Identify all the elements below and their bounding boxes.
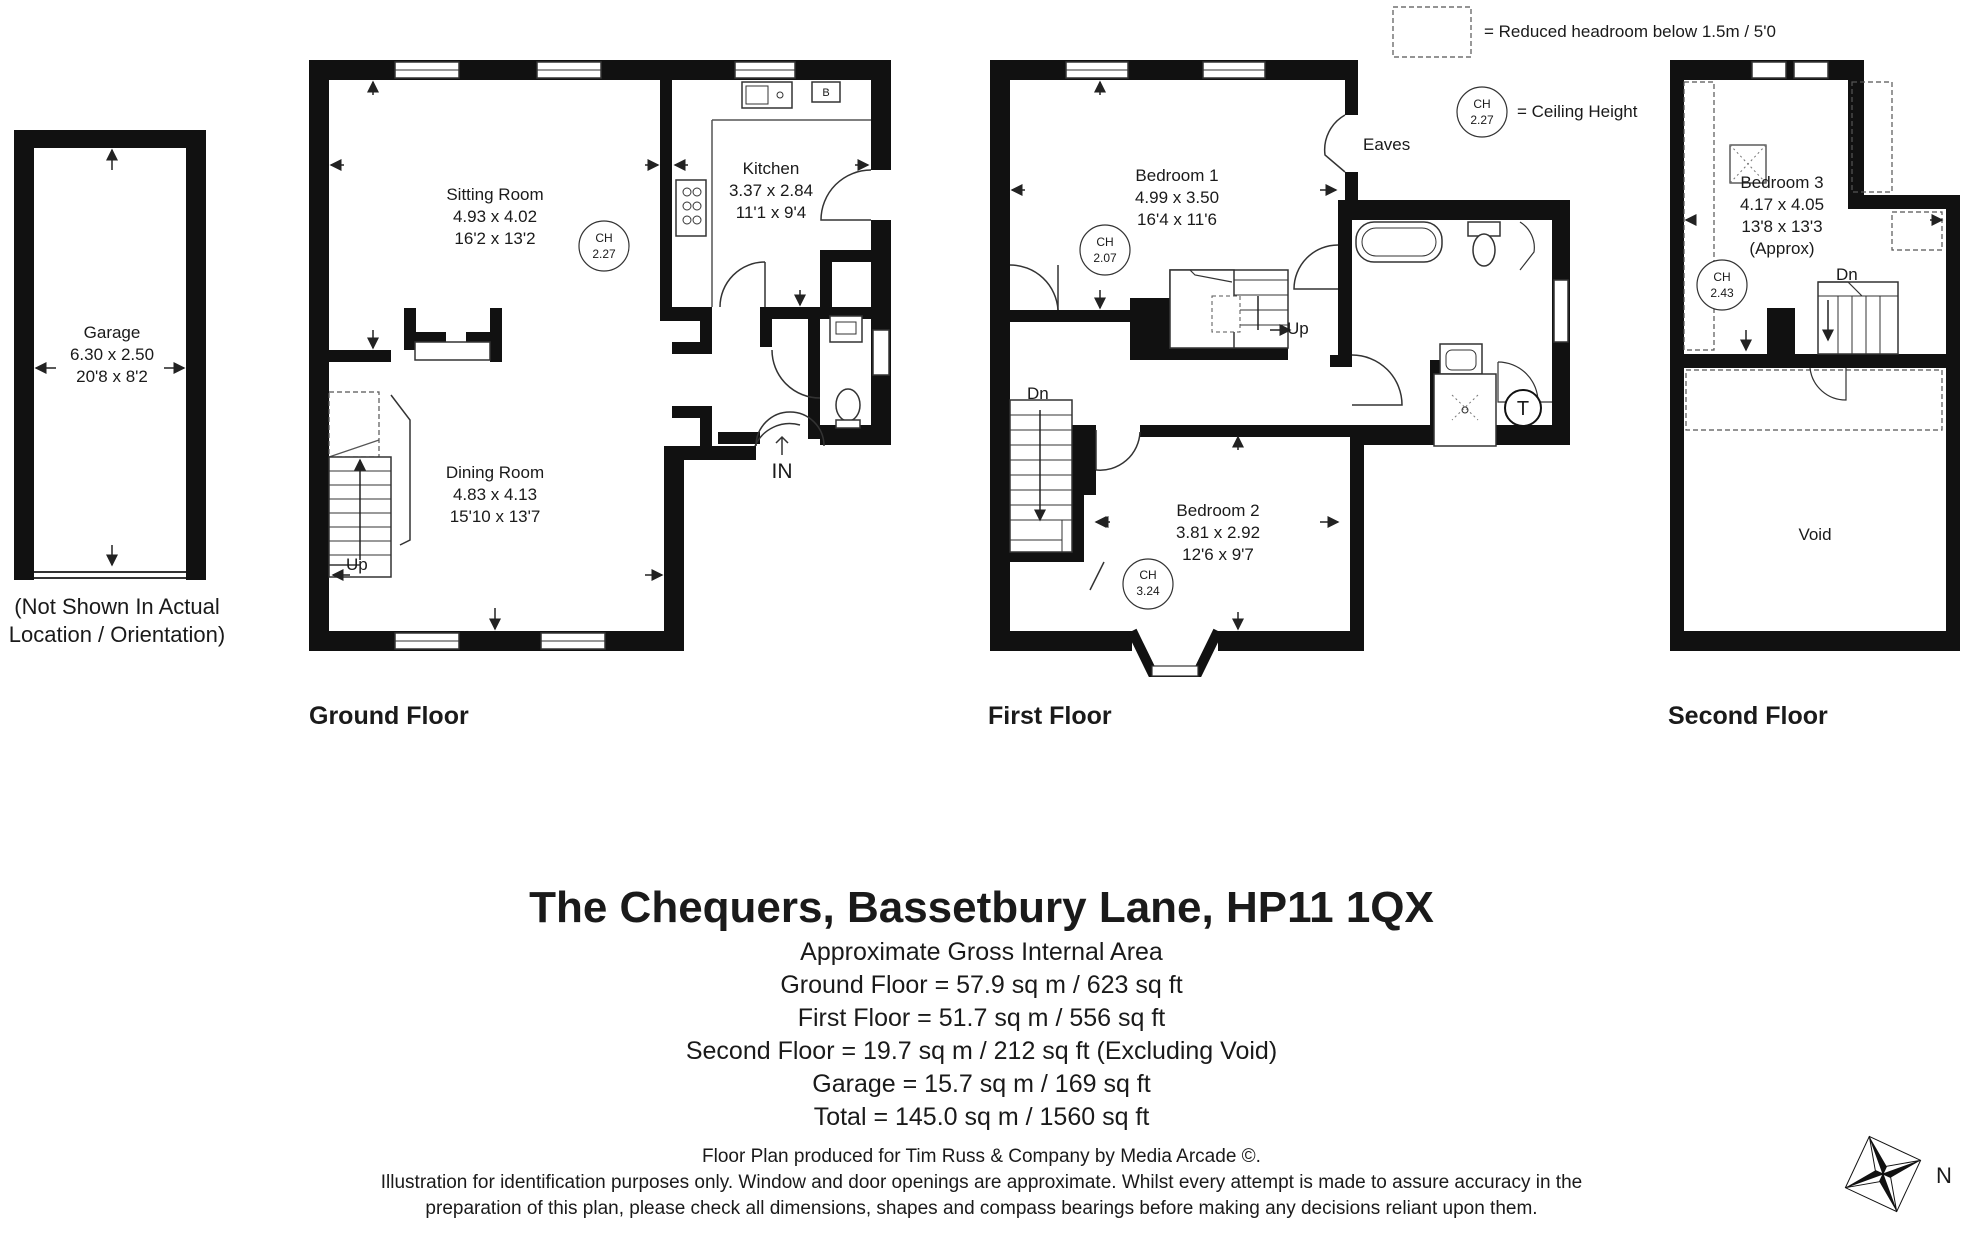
kitchen-imperial: 11'1 x 9'4 [736,203,806,222]
garage-metric: 6.30 x 2.50 [70,345,154,364]
sitting-room-imperial: 16'2 x 13'2 [454,229,535,248]
bedroom3-ch-value: 2.43 [1710,286,1734,300]
bedroom2-imperial: 12'6 x 9'7 [1182,545,1254,564]
sitting-ch-value: 2.27 [592,247,616,261]
entrance-label: IN [772,460,793,483]
stairs-up-label: Up [346,555,368,574]
tank-label: T [1517,398,1529,420]
kitchen-name: Kitchen [743,159,800,178]
bedroom1-metric: 4.99 x 3.50 [1135,188,1219,207]
garage-note-line1: (Not Shown In Actual [14,594,219,619]
legend: = Reduced headroom below 1.5m / 5'0 CH 2… [1392,6,1776,138]
stairs-down-label-first: Dn [1027,384,1049,403]
sitting-room-metric: 4.93 x 4.02 [453,207,537,226]
legend-headroom: = Reduced headroom below 1.5m / 5'0 [1484,22,1776,41]
boiler-label: B [822,87,829,99]
eaves-label: Eaves [1363,135,1410,154]
second-floor-plan: Bedroom 3 4.17 x 4.05 13'8 x 13'3 (Appro… [1668,60,1960,730]
bedroom3-imperial: 13'8 x 13'3 [1741,217,1822,236]
sitting-ch-prefix: CH [595,231,612,245]
area-ground: Ground Floor = 57.9 sq m / 623 sq ft [780,971,1183,999]
garage-imperial: 20'8 x 8'2 [76,367,148,386]
credit-line: Floor Plan produced for Tim Russ & Compa… [702,1146,1261,1167]
sitting-room-name: Sitting Room [446,185,543,204]
bedroom1-imperial: 16'4 x 11'6 [1137,210,1217,229]
first-floor-plan: T Bedroom 1 4.99 x 3.50 16'4 x 11'6 CH 2… [988,60,1570,730]
bedroom2-ch-value: 3.24 [1136,584,1160,598]
ground-floor-title: Ground Floor [309,702,469,730]
legend-ceiling: = Ceiling Height [1517,102,1638,121]
area-heading: Approximate Gross Internal Area [800,938,1163,966]
ground-floor-plan: B [309,60,891,730]
disclaimer-line2: preparation of this plan, please check a… [425,1198,1538,1219]
second-floor-title: Second Floor [1668,702,1828,730]
garage-plan: Garage 6.30 x 2.50 20'8 x 8'2 (Not Shown… [9,130,225,647]
legend-ch-value: 2.27 [1470,113,1494,127]
stairs-up-label-first: Up [1287,319,1309,338]
floor-plan: Garage 6.30 x 2.50 20'8 x 8'2 (Not Shown… [9,6,1960,730]
bedroom3-name: Bedroom 3 [1740,173,1823,192]
area-garage: Garage = 15.7 sq m / 169 sq ft [812,1070,1151,1098]
first-floor-title: First Floor [988,702,1112,730]
bedroom2-name: Bedroom 2 [1176,501,1259,520]
area-total: Total = 145.0 sq m / 1560 sq ft [813,1103,1150,1131]
bedroom1-name: Bedroom 1 [1135,166,1218,185]
kitchen-metric: 3.37 x 2.84 [729,181,813,200]
disclaimer-line1: Illustration for identification purposes… [380,1172,1583,1193]
area-second: Second Floor = 19.7 sq m / 212 sq ft (Ex… [685,1037,1278,1065]
bedroom3-note: (Approx) [1749,239,1814,258]
dining-room-metric: 4.83 x 4.13 [453,485,537,504]
property-title: The Chequers, Bassetbury Lane, HP11 1QX [529,883,1434,932]
bedroom3-ch-prefix: CH [1713,270,1730,284]
legend-ch-prefix: CH [1473,97,1490,111]
dining-room-name: Dining Room [446,463,544,482]
void-label: Void [1798,525,1831,544]
bedroom1-ch-prefix: CH [1096,235,1113,249]
garage-note-line2: Location / Orientation) [9,622,225,647]
bedroom3-metric: 4.17 x 4.05 [1740,195,1824,214]
bedroom2-ch-prefix: CH [1139,568,1156,582]
stairs-down-label-second: Dn [1836,265,1858,284]
compass-rose-icon: N [1844,1135,1952,1213]
plan-footer: The Chequers, Bassetbury Lane, HP11 1QX … [0,880,1963,1222]
garage-name: Garage [84,323,141,342]
area-first: First Floor = 51.7 sq m / 556 sq ft [797,1004,1166,1032]
compass-north-label: N [1936,1163,1952,1188]
bedroom2-metric: 3.81 x 2.92 [1176,523,1260,542]
dining-room-imperial: 15'10 x 13'7 [450,507,541,526]
bedroom1-ch-value: 2.07 [1093,251,1117,265]
